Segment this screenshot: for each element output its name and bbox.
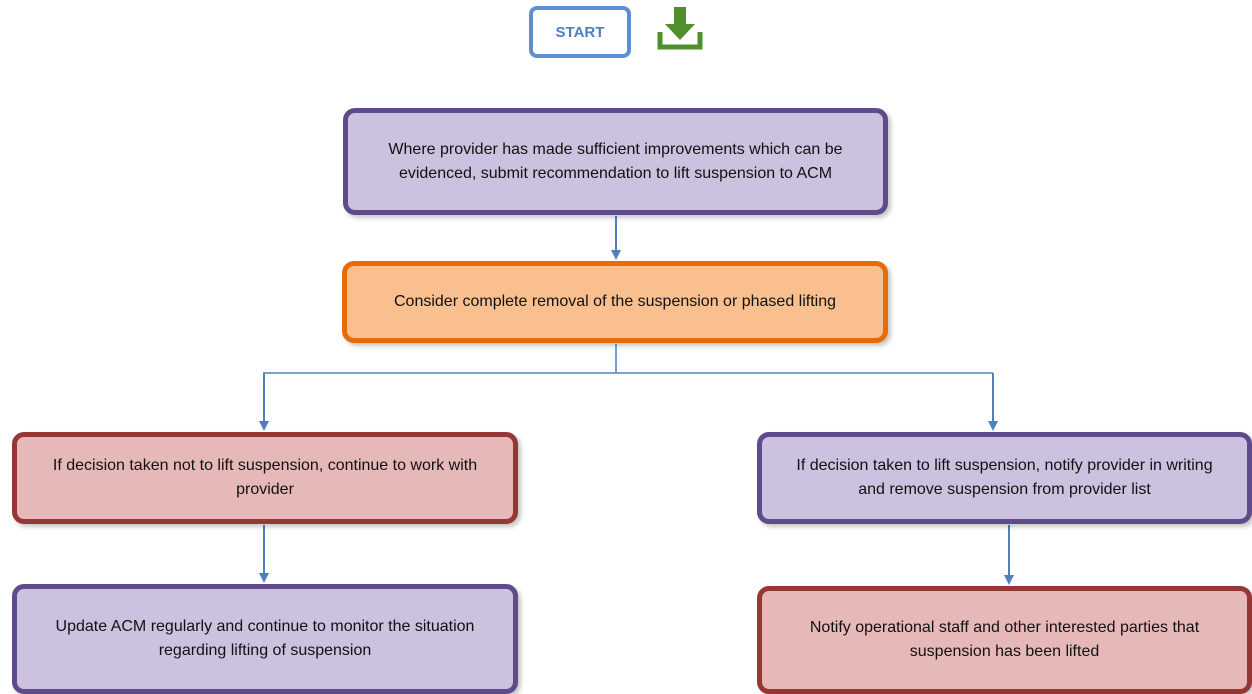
node-lift-text: If decision taken to lift suspension, no… (796, 457, 1213, 498)
node-consider-removal-text: Consider complete removal of the suspens… (393, 293, 837, 310)
node-not-lift: If decision taken not to lift suspension… (12, 432, 518, 524)
node-update-acm-text: Update ACM regularly and continue to mon… (55, 618, 475, 659)
node-notify-staff-text: Notify operational staff and other inter… (809, 619, 1200, 660)
node-improvements-text: Where provider has made sufficient impro… (388, 140, 843, 182)
node-consider-removal: Consider complete removal of the suspens… (342, 261, 888, 343)
node-update-acm: Update ACM regularly and continue to mon… (12, 584, 518, 694)
download-icon[interactable] (656, 4, 704, 52)
node-improvements: Where provider has made sufficient impro… (343, 108, 888, 215)
node-lift: If decision taken to lift suspension, no… (757, 432, 1252, 524)
node-not-lift-text: If decision taken not to lift suspension… (52, 457, 478, 498)
node-notify-staff: Notify operational staff and other inter… (757, 586, 1252, 694)
start-button[interactable]: START (529, 6, 631, 58)
